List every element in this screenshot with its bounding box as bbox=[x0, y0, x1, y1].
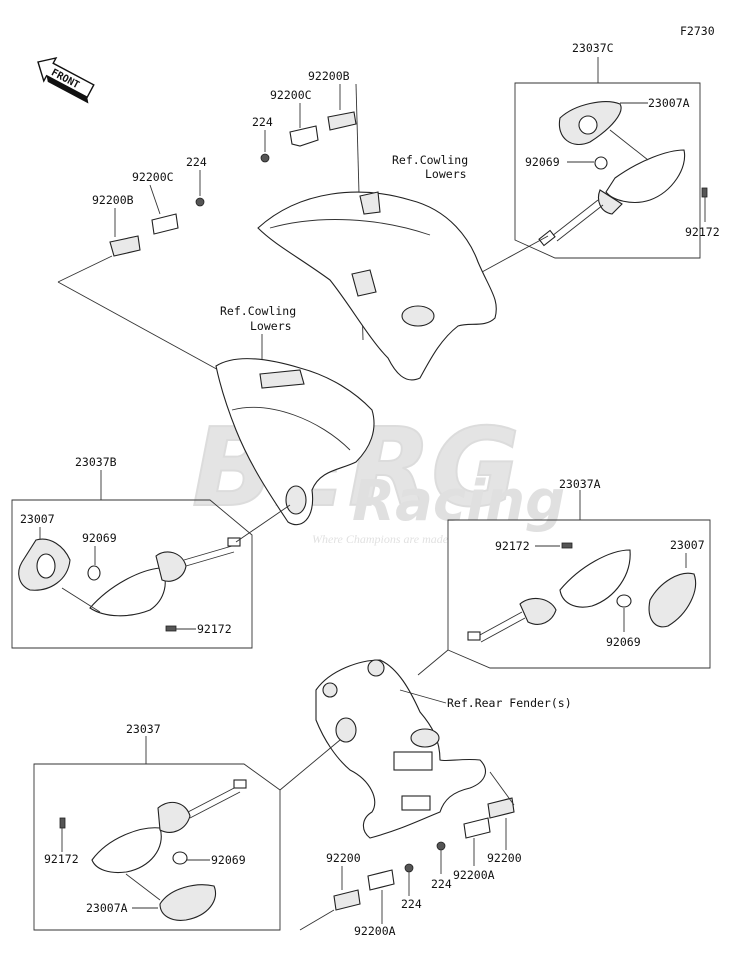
bolt-224-bottom bbox=[404, 863, 414, 873]
label-92069-right: 92069 bbox=[606, 635, 641, 649]
label-92200-bottom: 92200 bbox=[326, 851, 361, 865]
cowling-panel-upper bbox=[257, 191, 497, 381]
bolt-224-top bbox=[260, 153, 270, 163]
label-92200C-left: 92200C bbox=[132, 170, 174, 184]
label-224-top: 224 bbox=[252, 115, 273, 129]
screw-92172-right bbox=[561, 542, 573, 549]
signal-body-23037A bbox=[559, 549, 631, 608]
watermark-tagline: Where Champions are made bbox=[312, 532, 449, 546]
lens-23007-right bbox=[648, 572, 696, 628]
bracket-92200B-left bbox=[109, 235, 141, 257]
label-92200-right: 92200 bbox=[487, 851, 522, 865]
bolt-224-left bbox=[195, 197, 205, 207]
watermark-sub: Racing bbox=[352, 469, 565, 534]
bracket-92200A-right bbox=[463, 817, 491, 839]
bulb-92069-right bbox=[616, 594, 632, 608]
signal-body-23037C bbox=[605, 149, 686, 203]
label-23037B: 23037B bbox=[75, 455, 117, 469]
figure-code: F2730 bbox=[680, 24, 715, 38]
bracket-92200C-left bbox=[151, 213, 179, 235]
ref-cowling-lower-line2: Lowers bbox=[250, 319, 292, 333]
bracket-92200B-top bbox=[327, 111, 357, 131]
label-23037: 23037 bbox=[126, 722, 161, 736]
label-23037A: 23037A bbox=[559, 477, 601, 491]
ref-cowling-upper-line1: Ref.Cowling bbox=[392, 153, 468, 167]
label-92200C-top: 92200C bbox=[270, 88, 312, 102]
label-23007A-bottom: 23007A bbox=[86, 901, 128, 915]
bulb-92069-left bbox=[87, 565, 101, 581]
group-23037: 23037 92172 92069 23007A bbox=[33, 722, 341, 931]
bracket-92200-bottom bbox=[333, 889, 361, 911]
screw-92172-left bbox=[165, 625, 177, 632]
group-brackets-bottom-right: 224 92200A 92200 bbox=[431, 771, 522, 891]
label-224-right: 224 bbox=[431, 877, 452, 891]
ref-cowling-lower: Ref.Cowling Lowers bbox=[215, 304, 375, 526]
bracket-92200A-bottom bbox=[367, 869, 395, 891]
bulb-92069 bbox=[594, 156, 608, 170]
label-92200B-top: 92200B bbox=[308, 69, 350, 83]
label-92172-left: 92172 bbox=[197, 622, 232, 636]
group-23037A: 23037A 92172 23007 92069 bbox=[417, 477, 711, 676]
label-92200B-left: 92200B bbox=[92, 193, 134, 207]
label-92200A-right: 92200A bbox=[453, 868, 495, 882]
label-92172-top: 92172 bbox=[685, 225, 720, 239]
ref-cowling-lower-line1: Ref.Cowling bbox=[220, 304, 296, 318]
ref-cowling-upper-line2: Lowers bbox=[425, 167, 467, 181]
bulb-92069-bottom bbox=[172, 851, 188, 865]
label-92200A-bottom: 92200A bbox=[354, 924, 396, 938]
label-23007A-top: 23007A bbox=[648, 96, 690, 110]
lens-23007A-bottom bbox=[159, 884, 216, 921]
group-23037B: 23037B 23007 92069 92172 bbox=[11, 455, 291, 649]
label-92172-right: 92172 bbox=[495, 539, 530, 553]
license-bracket bbox=[315, 659, 486, 839]
group-brackets-left: 224 92200C 92200B bbox=[57, 155, 223, 373]
label-92069-bottom: 92069 bbox=[211, 853, 246, 867]
label-92172-bottom: 92172 bbox=[44, 852, 79, 866]
cowling-panel-lower bbox=[215, 358, 375, 526]
signal-body-23037 bbox=[91, 827, 162, 874]
label-23007-right: 23007 bbox=[670, 538, 705, 552]
label-23037C: 23037C bbox=[572, 41, 614, 55]
screw-92172-top bbox=[701, 187, 708, 198]
bolt-224-right bbox=[436, 841, 446, 851]
ref-cowling-upper: Ref.Cowling Lowers bbox=[257, 153, 497, 381]
label-224-left: 224 bbox=[186, 155, 207, 169]
screw-92172-bottom bbox=[59, 817, 66, 829]
label-224-bottom: 224 bbox=[401, 897, 422, 911]
bracket-92200-right bbox=[487, 797, 515, 819]
group-brackets-bottom-left: 92200 92200A 224 bbox=[299, 851, 422, 938]
front-arrow-icon: FRONT bbox=[37, 56, 95, 104]
label-92069-top: 92069 bbox=[525, 155, 560, 169]
ref-rear-fender: Ref.Rear Fender(s) bbox=[447, 696, 572, 710]
label-23007-left: 23007 bbox=[20, 512, 55, 526]
bracket-92200C-top bbox=[289, 125, 319, 147]
signal-body-23037B bbox=[89, 567, 166, 617]
label-92069-left: 92069 bbox=[82, 531, 117, 545]
rear-fender-assembly: Ref.Rear Fender(s) bbox=[315, 659, 572, 839]
group-23037C: 23037C 23007A 92069 92172 bbox=[481, 41, 720, 273]
